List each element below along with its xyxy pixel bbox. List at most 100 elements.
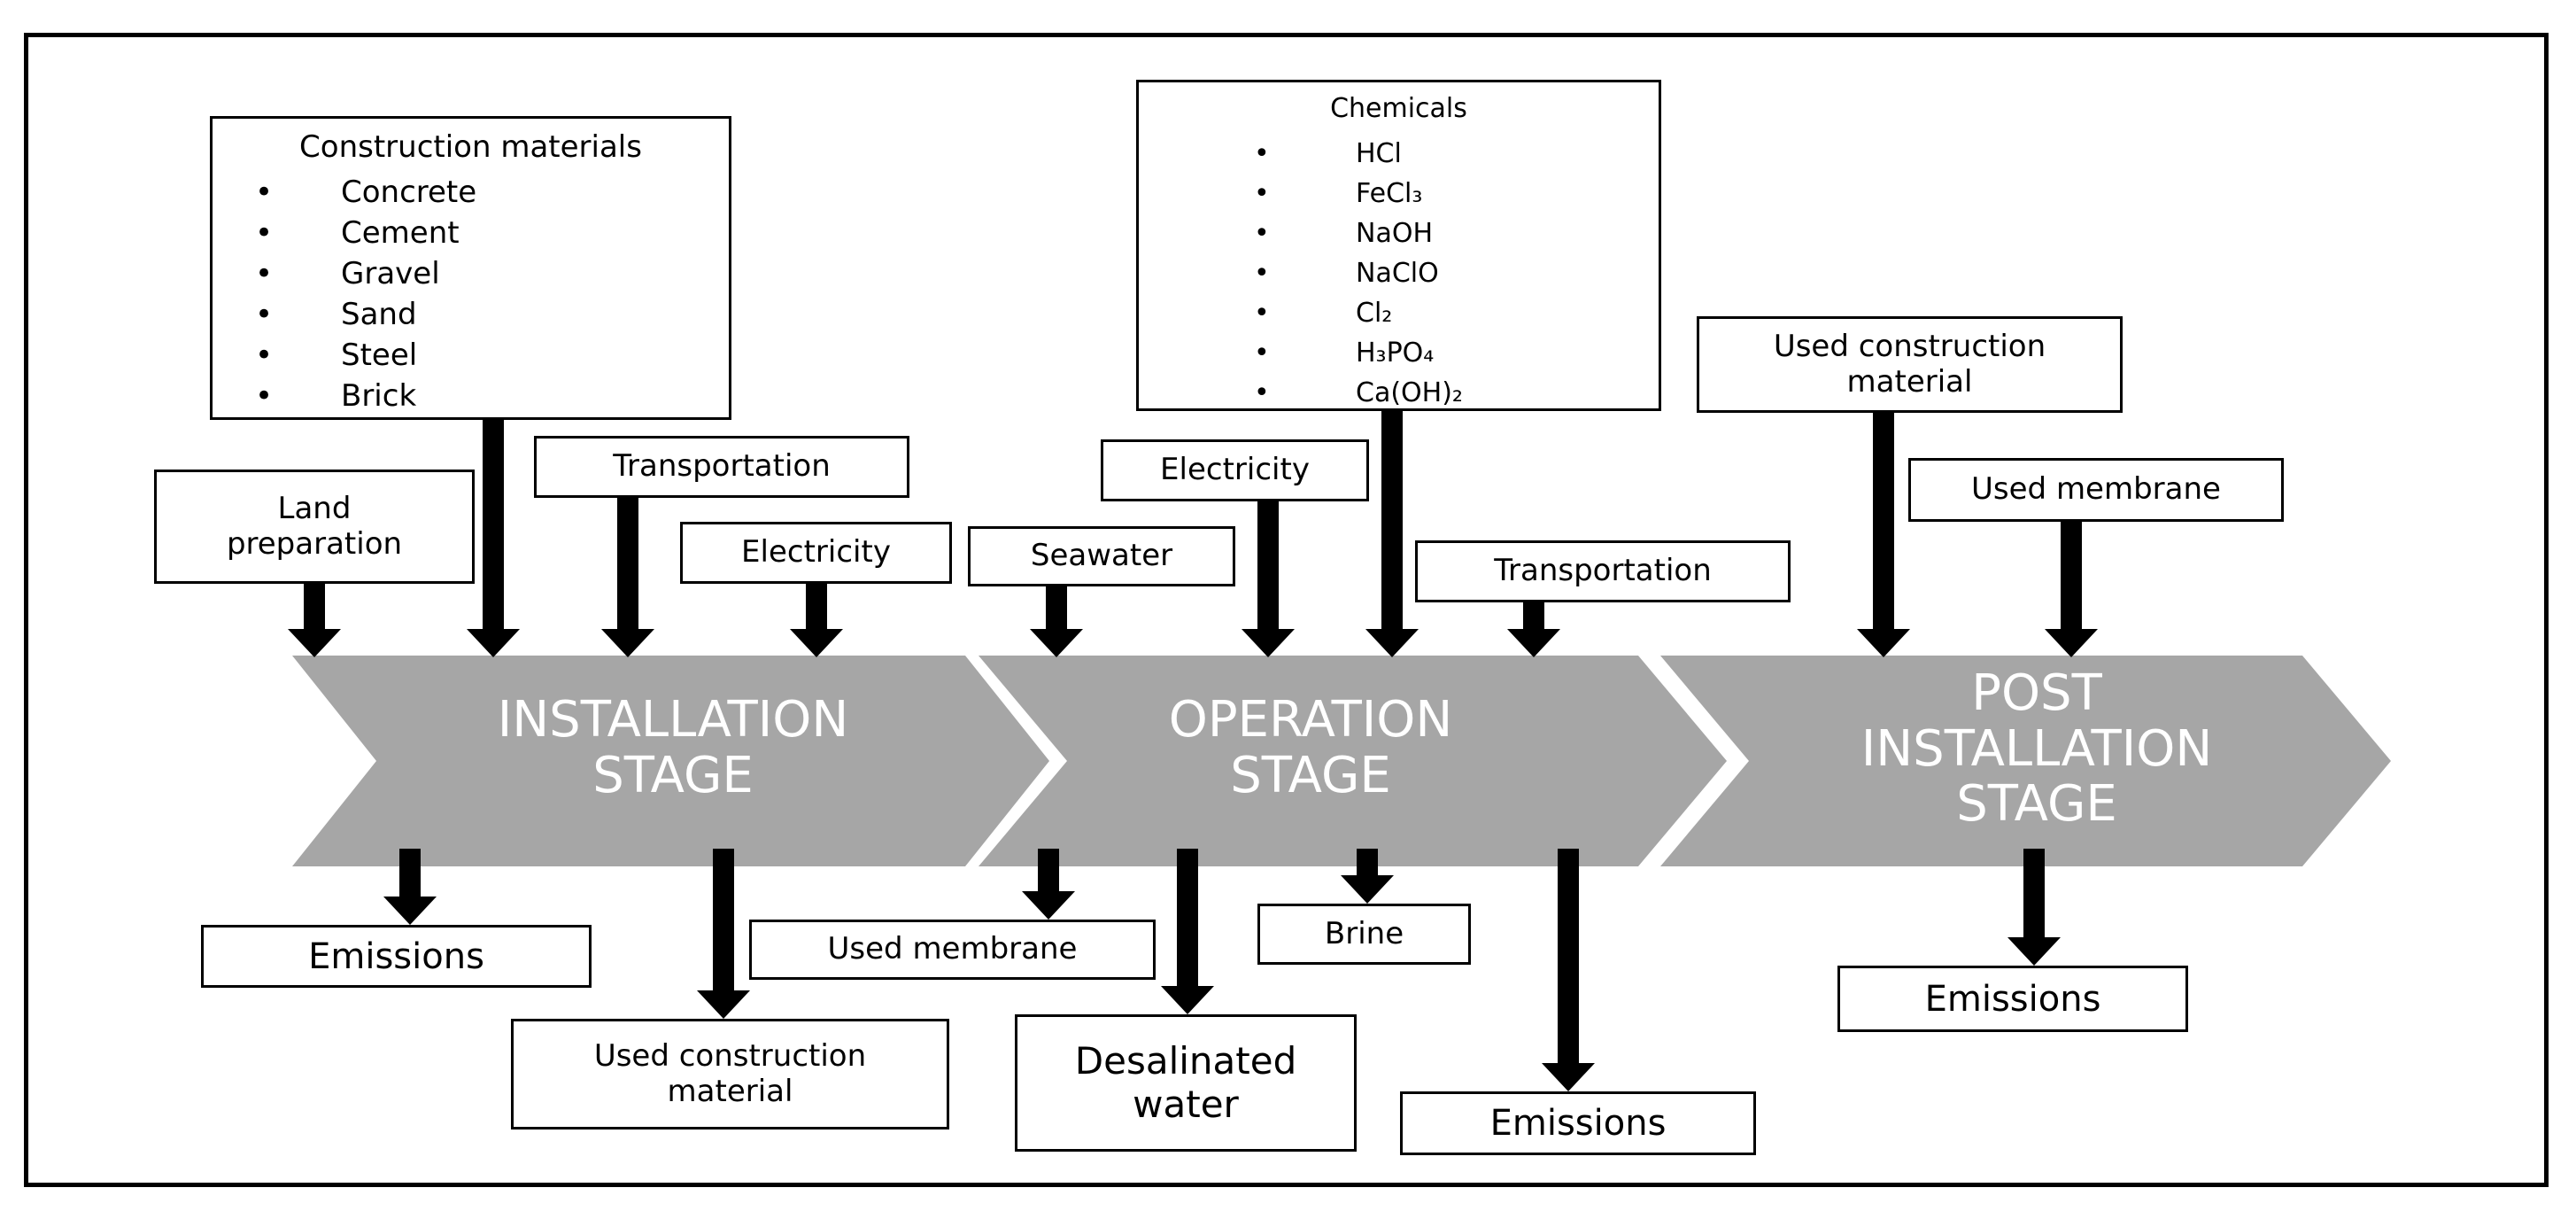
installation-emissions-label: Emissions: [308, 935, 484, 977]
land-preparation-label: Land preparation: [226, 491, 403, 562]
installation-transportation-box: Transportation: [534, 436, 909, 498]
installation-used-construction-material-label: Used construction material: [593, 1038, 867, 1109]
construction-material-item-label: Concrete: [341, 175, 477, 210]
chemical-item-label: Ca(OH)₂: [1356, 377, 1463, 408]
installation-electricity-arrow: [790, 584, 843, 657]
chemical-item: • HCl: [1139, 134, 1659, 174]
construction-materials-list: •Concrete•Cement•Gravel•Sand•Steel•Brick: [213, 172, 729, 416]
installation-emissions-box: Emissions: [201, 925, 592, 988]
post-used-construction-material-label: Used construction material: [1773, 329, 2046, 400]
construction-materials-arrow: [467, 420, 520, 657]
seawater-label: Seawater: [1030, 538, 1173, 574]
installation-used-construction-material-arrow: [697, 849, 750, 1019]
brine-label: Brine: [1324, 915, 1404, 951]
bullet-icon: •: [1254, 338, 1270, 369]
installation-transportation-label: Transportation: [613, 448, 831, 485]
bullet-icon: •: [1254, 298, 1270, 329]
installation-electricity-label: Electricity: [741, 534, 891, 571]
installation-emissions-arrow: [383, 849, 437, 925]
seawater-arrow: [1030, 586, 1083, 657]
operation-transportation-label: Transportation: [1494, 553, 1712, 589]
bullet-icon: •: [1254, 377, 1270, 408]
seawater-box: Seawater: [968, 526, 1235, 586]
chemical-item: • FeCl₃: [1139, 174, 1659, 213]
construction-material-item-label: Steel: [341, 338, 418, 373]
bullet-icon: •: [255, 256, 274, 291]
chemical-item-label: H₃PO₄: [1356, 338, 1435, 369]
chemical-item-label: NaOH: [1356, 218, 1433, 249]
chemicals-list: • HCl • FeCl₃ • NaOH • NaClO • Cl₂ • H₃PO₄ • Ca(OH)₂: [1139, 134, 1659, 413]
chemical-item: • NaClO: [1139, 253, 1659, 293]
chemical-item-label: Cl₂: [1356, 298, 1393, 329]
bullet-icon: •: [1254, 258, 1270, 289]
installation-electricity-box: Electricity: [680, 522, 952, 584]
bullet-icon: •: [1254, 218, 1270, 249]
chemicals-title: Chemicals: [1330, 93, 1467, 124]
construction-material-item: • Brick: [213, 376, 729, 416]
operation-emissions-box: Emissions: [1400, 1091, 1756, 1155]
operation-stage-chevron: [979, 656, 1727, 866]
installation-stage-chevron: [292, 656, 1049, 866]
chemical-item-label: NaClO: [1356, 258, 1439, 289]
construction-material-item-label: Sand: [341, 297, 417, 332]
construction-material-item: •Cement: [213, 213, 729, 253]
post-emissions-label: Emissions: [1924, 978, 2101, 1020]
bullet-icon: •: [255, 338, 274, 373]
installation-used-construction-material-box: Used construction material: [511, 1019, 949, 1129]
operation-electricity-label: Electricity: [1160, 452, 1310, 488]
operation-transportation-box: Transportation: [1415, 540, 1791, 602]
construction-material-item-label: Gravel: [341, 256, 440, 291]
operation-emissions-arrow: [1542, 849, 1595, 1091]
operation-used-membrane-box: Used membrane: [749, 920, 1156, 980]
construction-material-item: • Gravel: [213, 253, 729, 294]
operation-emissions-label: Emissions: [1489, 1103, 1667, 1144]
construction-material-item: • Concrete: [213, 172, 729, 213]
post-used-construction-material-arrow: [1857, 413, 1910, 657]
installation-stage-label: INSTALLATION STAGE: [497, 691, 849, 804]
post-installation-stage-label: POST INSTALLATION STAGE: [1860, 664, 2213, 834]
operation-stage-label: OPERATION STAGE: [1168, 691, 1453, 804]
chemical-item: • NaOH: [1139, 213, 1659, 253]
post-used-construction-material-box: Used construction material: [1697, 316, 2123, 413]
post-installation-stage-chevron: [1660, 656, 2391, 866]
brine-arrow: [1341, 849, 1394, 904]
operation-used-membrane-label: Used membrane: [827, 931, 1078, 967]
chemical-item: • Ca(OH)₂: [1139, 373, 1659, 413]
operation-transportation-arrow: [1507, 602, 1560, 657]
land-preparation-box: Land preparation: [154, 470, 475, 584]
construction-materials-box: Construction materials •Concrete•Cement•…: [210, 116, 731, 420]
chemicals-box: Chemicals • HCl • FeCl₃ • NaOH • NaClO • Cl₂ • H₃PO…: [1136, 80, 1661, 411]
bullet-icon: •: [1254, 138, 1270, 169]
brine-box: Brine: [1257, 904, 1471, 965]
diagram-frame: [24, 33, 2549, 1187]
bullet-icon: •: [255, 215, 274, 251]
operation-electricity-box: Electricity: [1101, 439, 1369, 501]
post-emissions-arrow: [2007, 849, 2061, 966]
post-used-membrane-arrow: [2045, 522, 2098, 657]
operation-used-membrane-arrow: [1022, 849, 1075, 920]
chemical-item-label: HCl: [1356, 138, 1402, 169]
installation-transportation-arrow: [601, 498, 654, 657]
post-used-membrane-label: Used membrane: [1971, 471, 2221, 508]
post-emissions-box: Emissions: [1837, 966, 2188, 1032]
operation-electricity-arrow: [1242, 501, 1295, 657]
chemical-item: • Cl₂: [1139, 293, 1659, 333]
bullet-icon: •: [255, 297, 274, 332]
construction-material-item-label: Brick: [341, 378, 417, 414]
chemicals-arrow: [1365, 411, 1419, 657]
bullet-icon: •: [1254, 178, 1270, 209]
land-preparation-arrow: [288, 584, 341, 657]
chemical-item: • H₃PO₄: [1139, 333, 1659, 373]
construction-material-item: • Steel: [213, 335, 729, 376]
chemical-item-label: FeCl₃: [1356, 178, 1423, 209]
post-used-membrane-box: Used membrane: [1908, 458, 2284, 522]
bullet-icon: •: [255, 378, 274, 414]
construction-material-item: • Sand: [213, 294, 729, 335]
bullet-icon: •: [255, 175, 274, 210]
desalinated-water-box: Desalinated water: [1015, 1014, 1357, 1152]
desalinated-water-label: Desalinated water: [1074, 1039, 1297, 1126]
desalinated-water-arrow: [1161, 849, 1214, 1014]
